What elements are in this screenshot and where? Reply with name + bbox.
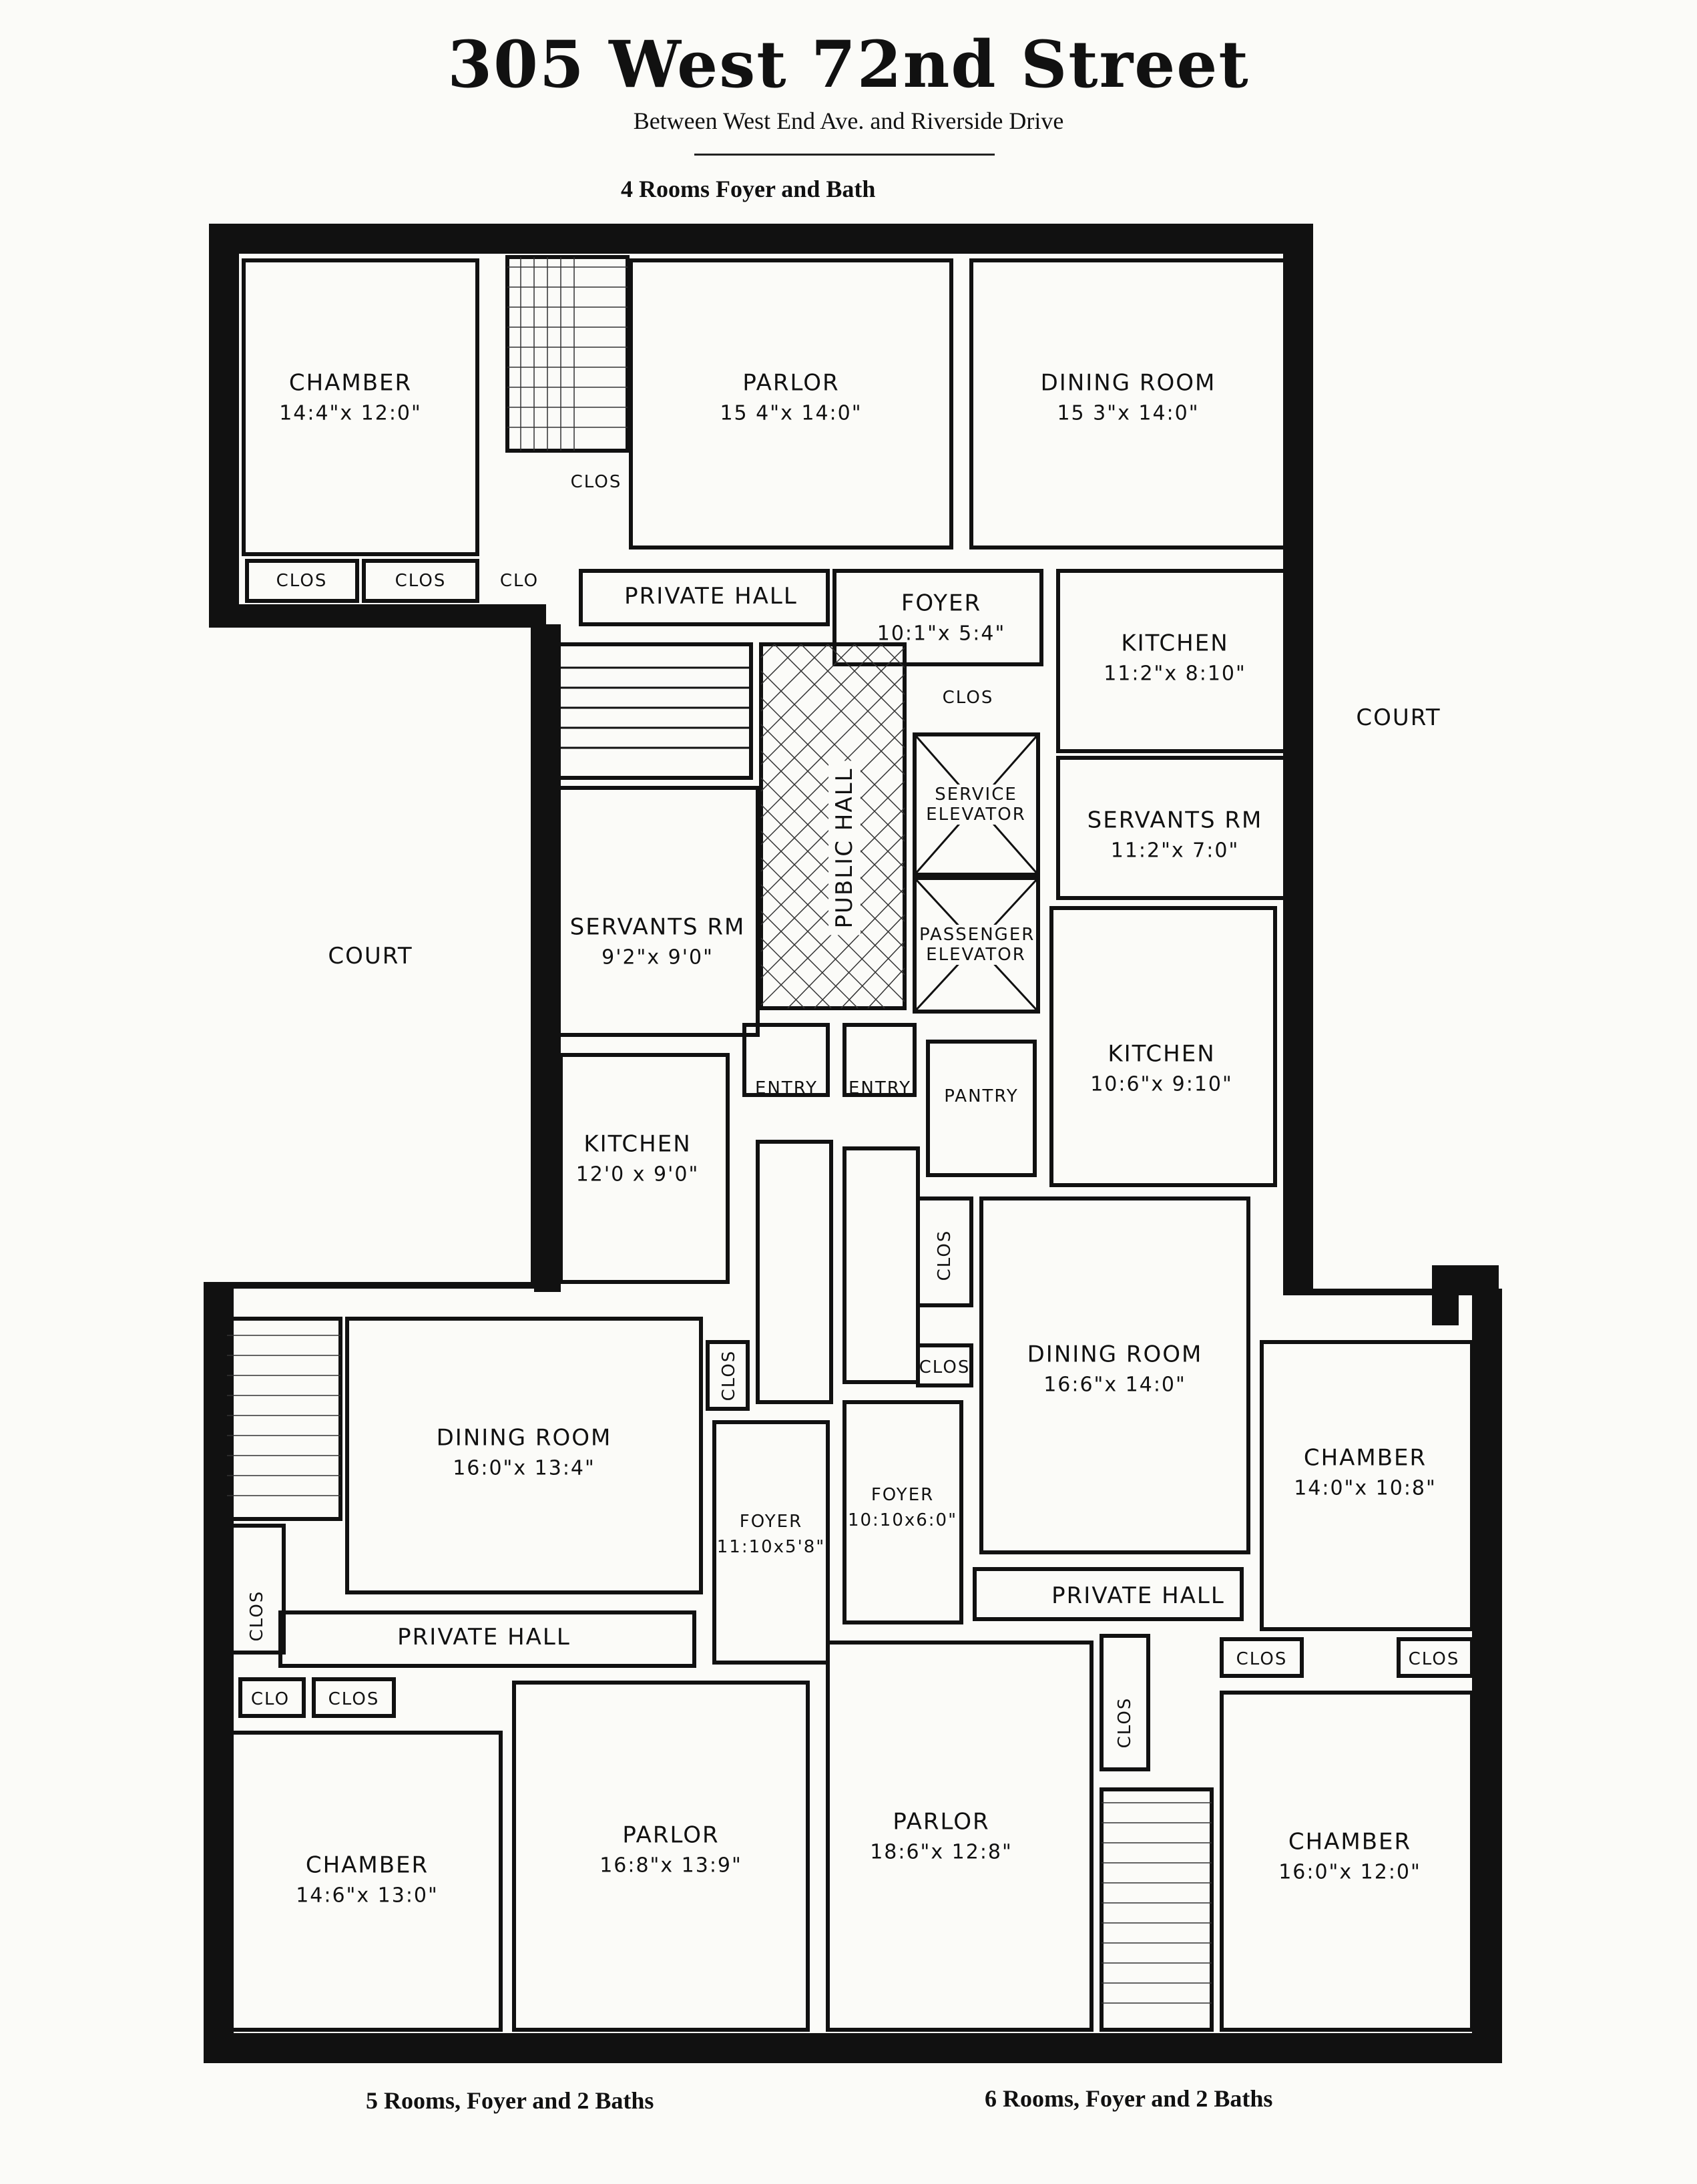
room-private-hall-left [278, 1610, 696, 1668]
room-closet-b [362, 559, 479, 603]
label-closet-b: CLOS [395, 571, 447, 591]
room-passenger-elevator [913, 876, 1040, 1014]
room-service-elevator [913, 732, 1040, 877]
caption-bottom-left-unit: 5 Rooms, Foyer and 2 Baths [366, 2087, 654, 2114]
room-closet-bl-b [238, 1677, 306, 1718]
label-closet-n: CLOS [1115, 1697, 1135, 1749]
room-top-bath [505, 255, 630, 453]
room-closet-a [245, 559, 359, 603]
label-entry-right: ENTRY [848, 1078, 912, 1098]
label-closet-a: CLOS [276, 571, 328, 591]
label-closet-j: CLO [250, 1689, 290, 1709]
room-closet-br-v [1100, 1634, 1150, 1771]
room-closet-bl-c [312, 1677, 396, 1718]
room-closet-mid-s [916, 1343, 973, 1387]
room-kitchen-right [1049, 906, 1277, 1187]
label-closet-m: CLOS [1408, 1649, 1460, 1669]
room-bath-bl [225, 1317, 342, 1521]
label-closet-d: CLOS [570, 472, 622, 492]
room-dining-right [979, 1196, 1250, 1554]
room-chamber-br [1220, 1691, 1474, 2032]
label-closet-g: CLOS [919, 1357, 971, 1377]
room-parlor-br [826, 1641, 1094, 2032]
room-entry-right [842, 1023, 917, 1097]
room-closet-mr-a [1220, 1637, 1304, 1678]
label-passenger-elevator: PASSENGER ELEVATOR [919, 925, 1035, 965]
room-private-hall-right [973, 1567, 1244, 1621]
corridor-right [842, 1146, 920, 1384]
room-servants-left [555, 786, 760, 1037]
caption-top-unit: 4 Rooms Foyer and Bath [621, 176, 876, 202]
room-pantry [926, 1040, 1037, 1177]
corridor-left [756, 1140, 833, 1404]
room-top-dining [969, 258, 1287, 550]
title-divider [694, 154, 995, 156]
room-closet-left-v [706, 1340, 750, 1411]
page-title: 305 West 72nd Street [447, 27, 1250, 102]
label-closet-c: CLO [499, 571, 539, 591]
label-public-hall: PUBLIC HALL [828, 760, 861, 935]
caption-bottom-right-unit: 6 Rooms, Foyer and 2 Baths [985, 2085, 1273, 2112]
label-closet-f: CLOS [935, 1229, 955, 1281]
room-top-chamber [242, 258, 479, 556]
label-private-hall-left: PRIVATE HALL [397, 1624, 571, 1651]
label-entry-left: ENTRY [754, 1078, 818, 1098]
room-foyer-right [842, 1400, 963, 1624]
room-top-private-hall [579, 569, 830, 626]
label-service-elevator: SERVICE ELEVATOR [923, 785, 1029, 825]
room-foyer-left [712, 1420, 830, 1665]
room-chamber-bl [228, 1731, 503, 2032]
label-private-hall-right: PRIVATE HALL [1051, 1582, 1225, 1609]
label-court-left: COURT [328, 943, 413, 969]
page-subtitle: Between West End Ave. and Riverside Driv… [633, 107, 1064, 134]
room-top-foyer [832, 569, 1043, 666]
label-closet-l: CLOS [1236, 1649, 1288, 1669]
room-chamber-mr [1260, 1340, 1474, 1631]
room-dining-left [345, 1317, 703, 1594]
label-closet-e: CLOS [942, 688, 994, 708]
room-closet-bl-a [228, 1524, 286, 1655]
room-top-parlor [629, 258, 953, 550]
room-parlor-bl [512, 1681, 810, 2032]
room-servants-right [1056, 756, 1287, 900]
room-closet-mr-b [1397, 1637, 1474, 1678]
room-bath-br [1100, 1787, 1214, 2032]
label-pantry: PANTRY [944, 1086, 1019, 1106]
stair-block [555, 642, 753, 780]
label-closet-h: CLOS [719, 1349, 739, 1401]
label-closet-i: CLOS [247, 1590, 267, 1642]
label-court-right: COURT [1356, 704, 1441, 731]
room-entry-left [742, 1023, 830, 1097]
label-top-private-hall: PRIVATE HALL [624, 583, 798, 610]
room-kitchen-left [559, 1053, 730, 1284]
room-top-kitchen [1056, 569, 1287, 753]
room-closet-mid-v [916, 1196, 973, 1307]
label-closet-k: CLOS [328, 1689, 380, 1709]
room-public-hall [759, 642, 907, 1010]
